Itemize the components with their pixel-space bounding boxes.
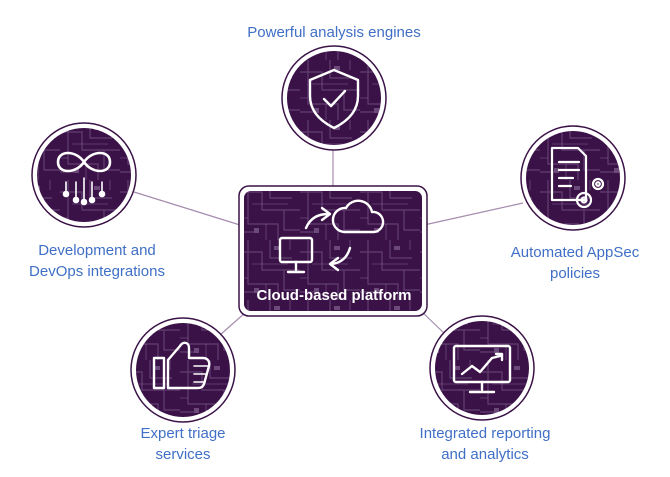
node-triage xyxy=(130,317,236,423)
label-reporting: Integrated reporting and analytics xyxy=(419,425,551,463)
label-triage: Expert triage services xyxy=(140,425,226,463)
connectors xyxy=(133,149,524,336)
shield-check-icon xyxy=(308,68,360,130)
center-title: Cloud-based platform xyxy=(256,287,412,304)
monitor-chart-icon xyxy=(452,344,512,394)
connector-reporting xyxy=(419,309,447,336)
node-analysis xyxy=(281,45,387,151)
connector-triage xyxy=(219,311,247,336)
label-analysis: Powerful analysis engines xyxy=(247,24,421,41)
document-gears-icon xyxy=(550,146,605,209)
label-appsec: Automated AppSec policies xyxy=(510,244,640,282)
label-devops: Development and DevOps integrations xyxy=(29,242,165,280)
thumbs-up-icon xyxy=(152,341,211,390)
infinity-circuit-icon xyxy=(56,151,112,206)
node-devops xyxy=(31,122,137,228)
node-appsec xyxy=(520,125,626,231)
node-reporting xyxy=(429,315,535,421)
center-platform-node xyxy=(238,185,428,317)
cloud-monitor-sync-icon xyxy=(278,199,385,274)
connector-devops xyxy=(133,191,241,226)
connector-appsec xyxy=(423,202,524,226)
